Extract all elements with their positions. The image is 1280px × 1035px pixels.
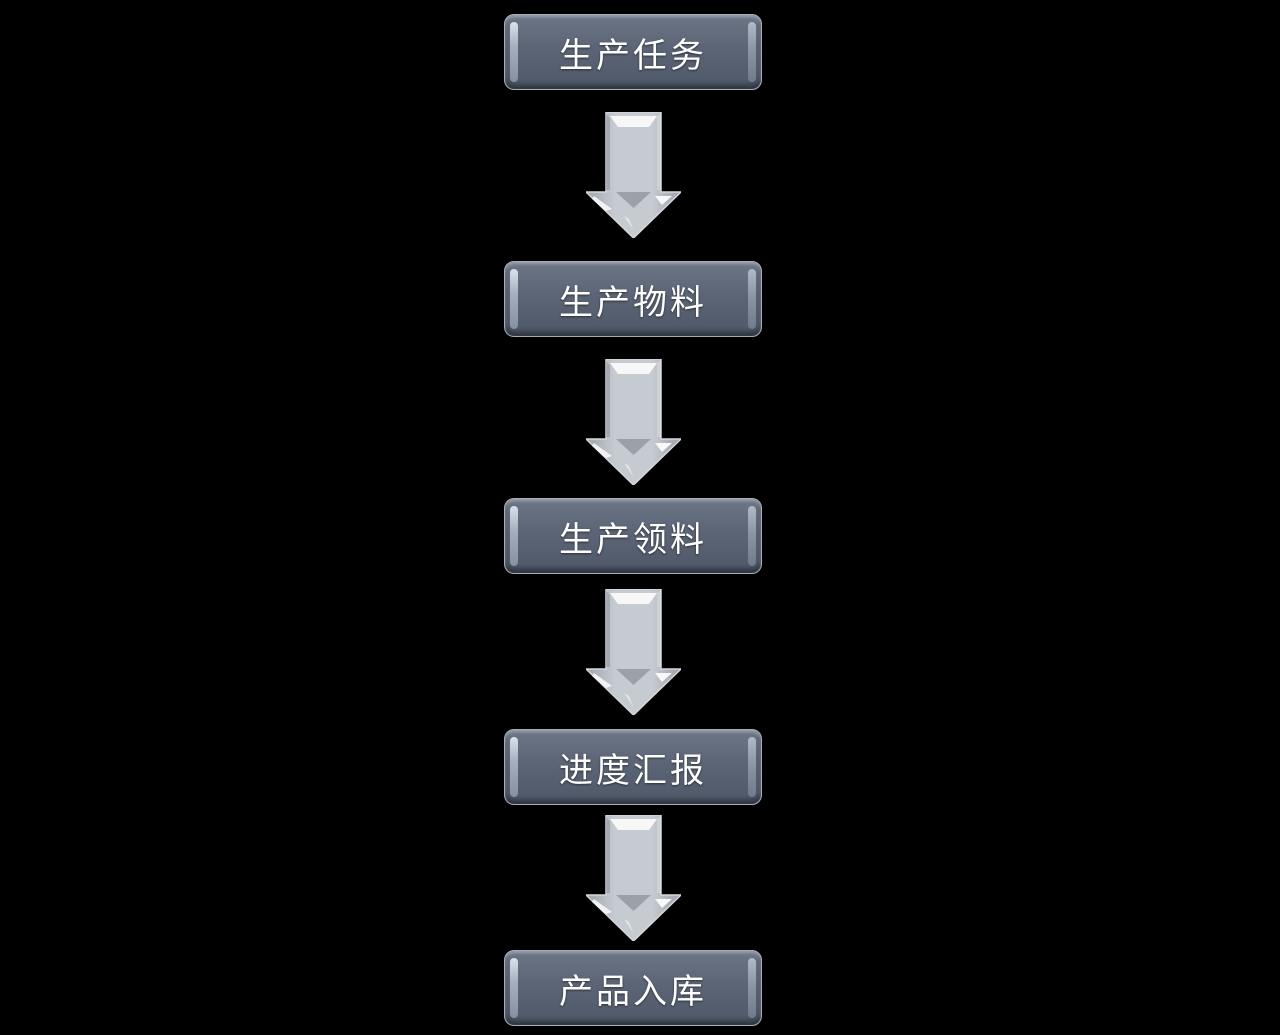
- flow-step-product-warehousing: 产品入库: [504, 950, 762, 1026]
- flow-step-progress-report: 进度汇报: [504, 729, 762, 805]
- step-label: 生产任务: [559, 35, 707, 76]
- step-label: 生产物料: [559, 282, 707, 323]
- flow-step-production-task: 生产任务: [504, 14, 762, 90]
- down-arrow-icon: [586, 359, 681, 485]
- step-label: 进度汇报: [559, 750, 707, 791]
- step-label: 生产领料: [559, 519, 707, 560]
- step-label: 产品入库: [559, 971, 707, 1012]
- down-arrow-icon: [586, 815, 681, 941]
- flow-step-material-requisition: 生产领料: [504, 498, 762, 574]
- flow-step-production-material: 生产物料: [504, 261, 762, 337]
- down-arrow-icon: [586, 589, 681, 715]
- down-arrow-icon: [586, 112, 681, 238]
